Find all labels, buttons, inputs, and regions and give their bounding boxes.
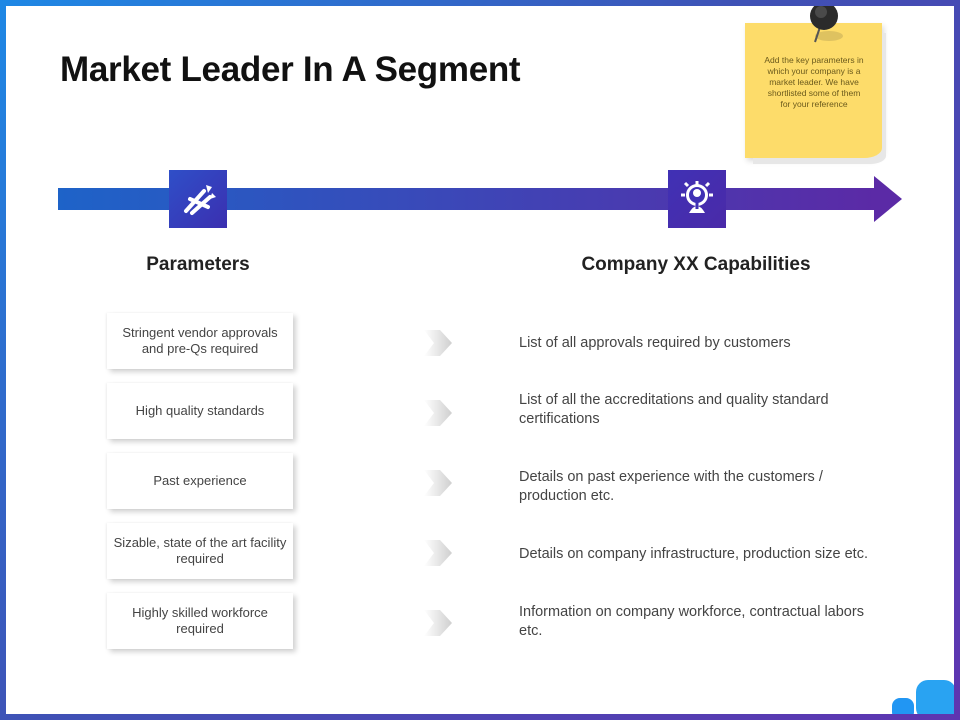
- capabilities-heading: Company XX Capabilities: [581, 254, 811, 275]
- capabilities-icon-box: [668, 170, 726, 228]
- parameter-box: Past experience: [107, 453, 293, 509]
- capability-text: Information on company workforce, contra…: [519, 604, 864, 639]
- parameter-box: Highly skilled workforce required: [107, 593, 293, 649]
- parameter-box: Stringent vendor approvals and pre-Qs re…: [107, 313, 293, 369]
- capability-text: Details on company infrastructure, produ…: [519, 546, 868, 562]
- parameter-box: High quality standards: [107, 383, 293, 439]
- capability-text: List of all approvals required by custom…: [519, 335, 791, 351]
- parameter-box: Sizable, state of the art facility requi…: [107, 523, 293, 579]
- corner-decoration: [892, 680, 954, 714]
- sticky-note-text: Add the key parameters in which your com…: [764, 55, 864, 109]
- parameters-heading: Parameters: [146, 254, 250, 275]
- chevron-right-icon: [424, 400, 452, 426]
- capability-text: List of all the accreditations and quali…: [519, 392, 829, 427]
- slide: Market Leader In A Segment Add the key p…: [6, 6, 954, 714]
- chevron-right-icon: [424, 470, 452, 496]
- chevron-right-icon: [424, 540, 452, 566]
- parameters-icon-box: [169, 170, 227, 228]
- pushpin-icon: [810, 6, 843, 43]
- sticky-note: Add the key parameters in which your com…: [745, 23, 882, 158]
- capability-text: Details on past experience with the cust…: [519, 469, 823, 504]
- arrows-icon: [184, 185, 216, 215]
- page-title: Market Leader In A Segment: [60, 50, 521, 89]
- chevron-right-icon: [424, 610, 452, 636]
- chevron-right-icon: [424, 330, 452, 356]
- gear-person-icon: [681, 181, 713, 213]
